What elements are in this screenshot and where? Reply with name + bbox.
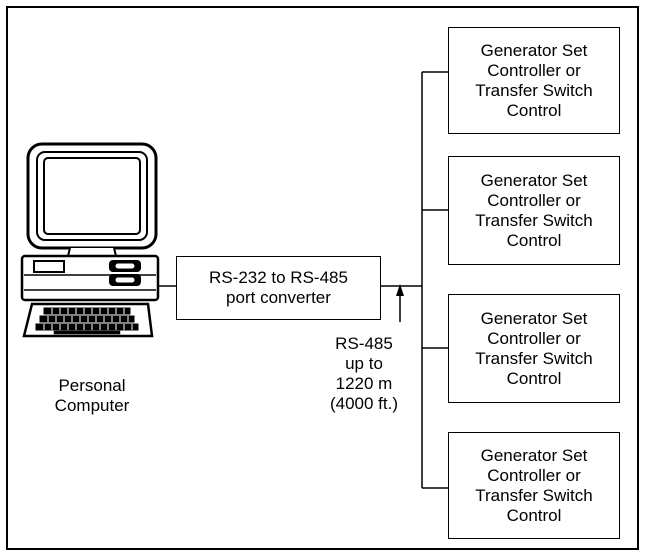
device-box: Generator Set Controller or Transfer Swi… (448, 294, 620, 403)
bus-label: RS-485 up to 1220 m (4000 ft.) (329, 334, 399, 413)
diagram-frame (6, 6, 639, 550)
device-box: Generator Set Controller or Transfer Swi… (448, 432, 620, 539)
device-box: Generator Set Controller or Transfer Swi… (448, 156, 620, 265)
arrow-head-icon (396, 284, 404, 296)
device-label: Generator Set Controller or Transfer Swi… (475, 40, 593, 120)
converter-box: RS-232 to RS-485 port converter (176, 256, 381, 320)
computer-label: Personal Computer (54, 376, 130, 415)
device-label: Generator Set Controller or Transfer Swi… (475, 445, 593, 525)
device-label: Generator Set Controller or Transfer Swi… (475, 308, 593, 388)
device-label: Generator Set Controller or Transfer Swi… (475, 170, 593, 250)
personal-computer-icon (20, 142, 160, 338)
converter-label: RS-232 to RS-485 port converter (209, 268, 348, 307)
device-box: Generator Set Controller or Transfer Swi… (448, 27, 620, 134)
